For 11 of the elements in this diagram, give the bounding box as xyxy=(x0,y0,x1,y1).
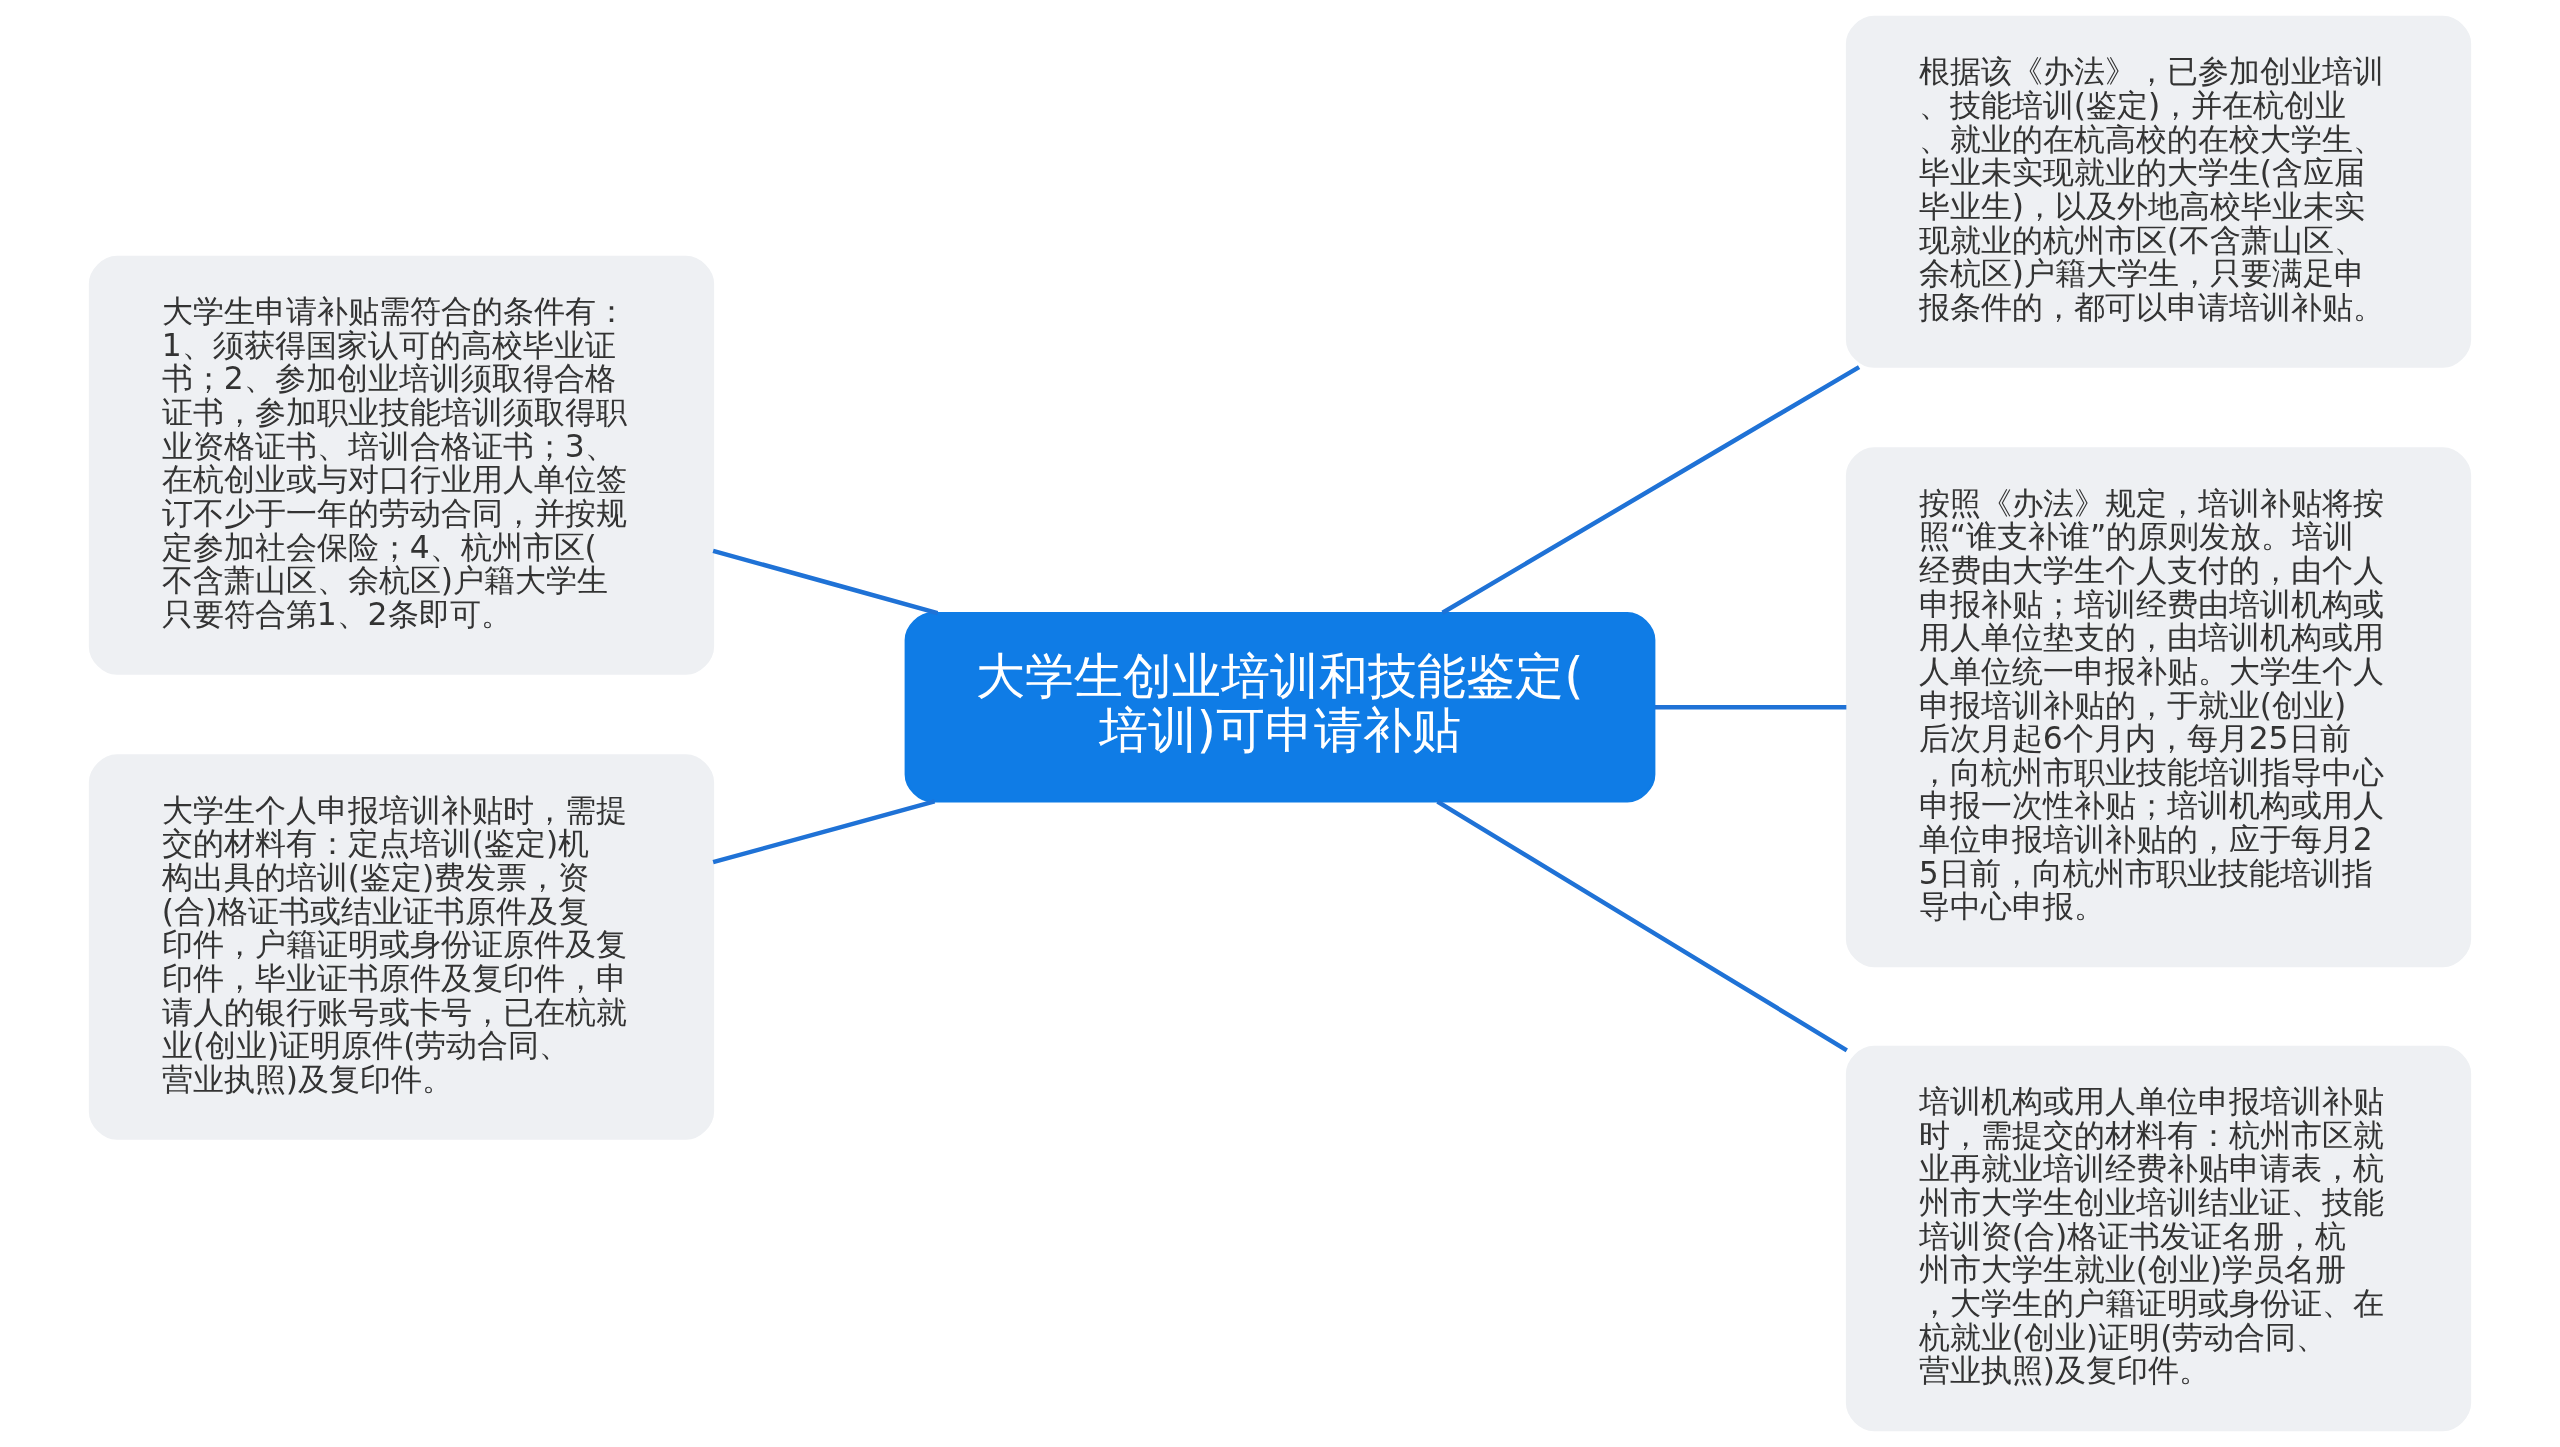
connector xyxy=(1441,365,1861,615)
node-box: 大学生申请补贴需符合的条件有：1、须获得国家认可的高校毕业证书；2、参加创业培训须取得合格证书，参加职业技能培训须取得职业资格证书、培训合格证书；3、在杭创业或与对口行业用人单位签订不少于一年的劳动合同，并按规定参加社会保险；4、杭州市区(不含萧山区、余杭区)户籍大学生只要符合第1、2条即可。 xyxy=(88,255,715,675)
node-box: 根据该《办法》，已参加创业培训、技能培训(鉴定)，并在杭创业、就业的在杭高校的在校大学生、毕业未实现就业的大学生(含应届毕业生)，以及外地高校毕业未实现就业的杭州市区(不含萧山区、余杭区)户籍大学生，只要满足申报条件的，都可以申请培训补贴。 xyxy=(1845,15,2472,368)
connector xyxy=(1654,705,1847,710)
node-box: 大学生创业培训和技能鉴定(培训)可申请补贴 xyxy=(904,612,1656,803)
node-box: 大学生个人申报培训补贴时，需提交的材料有：定点培训(鉴定)机构出具的培训(鉴定)费发票，资(合)格证书或结业证书原件及复印件，户籍证明或身份证原件及复印件，毕业证书原件及复印件，申请人的银行账号或卡号，已在杭就业(创业)证明原件(劳动合同、营业执照)及复印件。 xyxy=(88,754,715,1140)
connector xyxy=(1436,799,1848,1053)
connector xyxy=(712,548,939,616)
node-box: 培训机构或用人单位申报培训补贴时，需提交的材料有：杭州市区就业再就业培训经费补贴申请表，杭州市大学生创业培训结业证、技能培训资(合)格证书发证名册，杭州市大学生就业(创业)学员名册，大学生的户籍证明或身份证、在杭就业(创业)证明(劳动合同、营业执照)及复印件。 xyxy=(1845,1045,2472,1432)
connector xyxy=(712,799,936,865)
node-box: 按照《办法》规定，培训补贴将按照“谁支补谁”的原则发放。培训经费由大学生个人支付的，由个人申报补贴；培训经费由培训机构或用人单位垫支的，由培训机构或用人单位统一申报补贴。大学生个人申报培训补贴的，于就业(创业)后次月起6个月内，每月25日前，向杭州市职业技能培训指导中心申报一次性补贴；培训机构或用人单位申报培训补贴的，应于每月25日前，向杭州市职业技能培训指导中心申报。 xyxy=(1845,447,2472,968)
